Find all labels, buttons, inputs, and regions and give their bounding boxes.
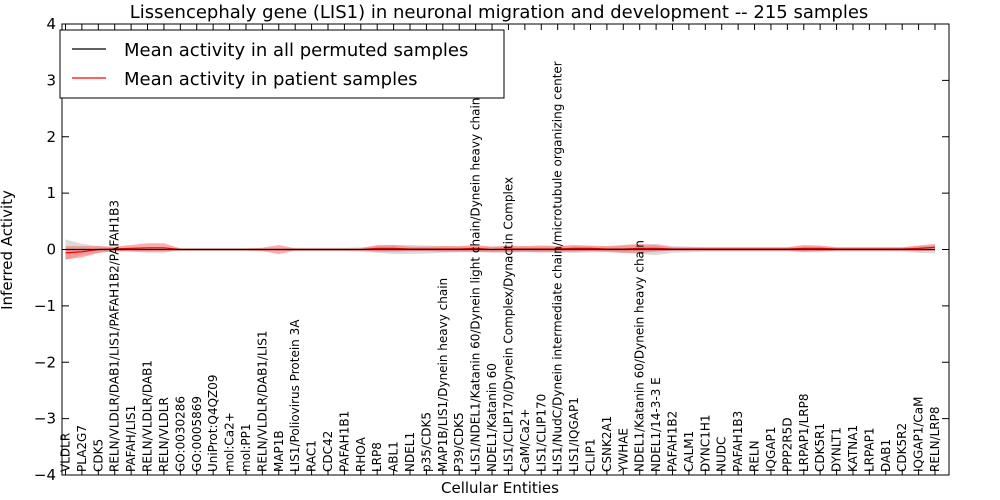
x-tick-label: LIS1/IQGAP1 bbox=[567, 397, 581, 472]
x-tick-label: p35/CDK5 bbox=[419, 412, 433, 472]
x-tick-label: LIS1/NDEL1/Katanin 60/Dynein light chain… bbox=[469, 98, 483, 472]
x-tick-label: NDEL1/Katanin 60/Dynein heavy chain bbox=[633, 240, 647, 472]
x-tick-label: LRPAP1 bbox=[862, 427, 876, 472]
x-tick-label: UniProt:Q4QZ09 bbox=[206, 374, 220, 472]
x-tick-label: LIS1/CLIP170 bbox=[534, 394, 548, 472]
x-tick-label: LIS1/Poliovirus Protein 3A bbox=[288, 319, 302, 472]
x-tick-label: MAP1B/LIS1/Dynein heavy chain bbox=[436, 278, 450, 472]
x-tick-label: mol:Ca2+ bbox=[223, 412, 237, 472]
x-tick-label: PAFAH1B3 bbox=[731, 411, 745, 472]
series-lines bbox=[65, 246, 936, 254]
legend-label-permuted: Mean activity in all permuted samples bbox=[124, 40, 468, 61]
x-tick-label: LIS1/NudC/Dynein intermediate chain/micr… bbox=[551, 61, 565, 472]
y-tick-label: 2 bbox=[46, 128, 56, 146]
x-tick-label: CDK5R2 bbox=[895, 423, 909, 472]
y-tick-label: −2 bbox=[34, 353, 56, 371]
x-tick-label: RELN/VLDLR/DAB1/LIS1 bbox=[255, 331, 269, 472]
x-tick-label: IQGAP1/CaM bbox=[912, 397, 926, 473]
x-tick-label: IQGAP1 bbox=[764, 427, 778, 472]
x-tick-label: PAFAH/LIS1 bbox=[124, 405, 138, 472]
legend-label-patient: Mean activity in patient samples bbox=[124, 69, 418, 90]
x-tick-label: RELN/VLDLR bbox=[157, 397, 171, 472]
legend-box bbox=[59, 29, 505, 99]
y-tick-label: −1 bbox=[34, 297, 56, 315]
x-tick-label: PAFAH1B1 bbox=[337, 411, 351, 472]
x-tick-label: CALM1 bbox=[682, 431, 696, 472]
x-tick-label: YWHAE bbox=[616, 428, 630, 473]
band-patient bbox=[65, 243, 935, 260]
x-tick-label: CDK5 bbox=[91, 439, 105, 472]
x-tick-label: NUDC bbox=[715, 437, 729, 472]
x-tick-label: LIS1/CLIP170/Dynein Complex/Dynactin Com… bbox=[501, 177, 515, 472]
y-tick-label: −3 bbox=[34, 410, 56, 428]
x-tick-label: DYNC1H1 bbox=[698, 414, 712, 472]
x-tick-label: CDC42 bbox=[321, 431, 335, 472]
x-tick-label: CLIP1 bbox=[583, 439, 597, 472]
x-tick-label: LRP8 bbox=[370, 442, 384, 472]
y-tick-label: 0 bbox=[46, 241, 56, 259]
y-tick-label: 3 bbox=[46, 71, 56, 89]
x-tick-label: RHOA bbox=[354, 436, 368, 472]
x-tick-label: GO:0030286 bbox=[173, 396, 187, 472]
x-tick-label: MAP1B bbox=[272, 430, 286, 472]
chart-title: Lissencephaly gene (LIS1) in neuronal mi… bbox=[130, 2, 869, 23]
x-tick-label: RELN/VLDLR/DAB1/LIS1/PAFAH1B2/PAFAH1B3 bbox=[108, 200, 122, 472]
x-tick-label: PPP2R5D bbox=[780, 417, 794, 472]
x-tick-label: KATNA1 bbox=[846, 425, 860, 472]
y-axis-label: Inferred Activity bbox=[0, 190, 16, 310]
legend: Mean activity in all permuted samples Me… bbox=[59, 29, 505, 99]
x-tick-label: GO:0005869 bbox=[190, 396, 204, 472]
x-tick-label: RELN/LRP8 bbox=[928, 406, 942, 472]
x-tick-label: DYNLT1 bbox=[830, 427, 844, 472]
x-tick-label: PLA2G7 bbox=[75, 425, 89, 472]
x-tick-label: PAFAH1B2 bbox=[666, 411, 680, 472]
x-tick-label: DAB1 bbox=[879, 439, 893, 472]
x-tick-label: RELN bbox=[748, 440, 762, 472]
x-tick-label: CDK5R1 bbox=[813, 423, 827, 472]
x-tick-label: mol:PP1 bbox=[239, 423, 253, 472]
y-axis: −4 −3 −2 −1 0 1 2 3 4 bbox=[34, 15, 949, 484]
x-tick-label: VLDLR bbox=[59, 433, 73, 472]
y-tick-label: 4 bbox=[46, 15, 56, 33]
y-tick-label: 1 bbox=[46, 184, 56, 202]
y-tick-label: −4 bbox=[34, 466, 56, 484]
x-tick-label: NDEL1/14-3-3 E bbox=[649, 377, 663, 472]
x-tick-label: CaM/Ca2+ bbox=[518, 408, 532, 472]
x-tick-label: LRPAP1/LRP8 bbox=[797, 393, 811, 472]
x-tick-label: ABL1 bbox=[387, 441, 401, 472]
x-tick-label: NDEL1 bbox=[403, 432, 417, 472]
x-tick-label: P39/CDK5 bbox=[452, 412, 466, 472]
x-tick-label: RELN/VLDLR/DAB1 bbox=[141, 360, 155, 472]
x-tick-label: CSNK2A1 bbox=[600, 416, 614, 472]
x-axis-label: Cellular Entities bbox=[441, 479, 559, 497]
x-tick-label: NDEL1/Katanin 60 bbox=[485, 363, 499, 472]
x-tick-label: RAC1 bbox=[305, 440, 319, 472]
